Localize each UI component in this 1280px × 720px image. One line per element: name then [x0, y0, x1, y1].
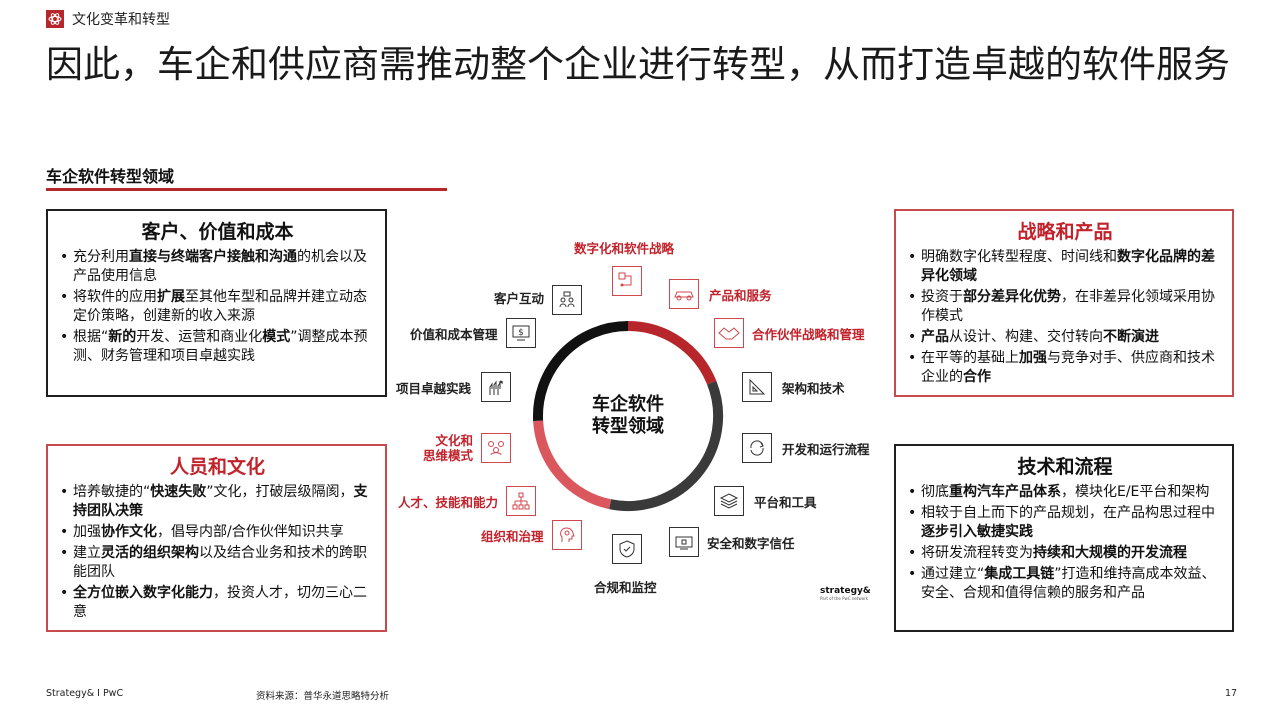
svg-text:$: $ — [518, 328, 524, 338]
box-tech-process: 技术和流程 彻底重构汽车产品体系，模块化E/E平台和架构相较于自上而下的产品规划… — [894, 444, 1234, 632]
node-label: 产品和服务 — [709, 287, 772, 303]
bullet-item: 根据“新的开发、运营和商业化模式”调整成本预测、财务管理和项目卓越实践 — [60, 328, 375, 366]
section-tag-label: 文化变革和转型 — [72, 12, 170, 28]
node-label: 文化和 思维模式 — [423, 433, 474, 463]
page-number: 17 — [1225, 688, 1238, 699]
node-label: 安全和数字信任 — [707, 535, 795, 551]
ring-segment-light-red-bottom — [533, 420, 612, 510]
dollar-screen-icon: $ — [505, 318, 536, 348]
node-project-excellence: 项目卓越实践 — [396, 372, 512, 402]
people-chat-icon — [552, 285, 583, 315]
flowchart-icon — [612, 266, 642, 296]
ring-segment-black-left — [533, 321, 629, 421]
box-list: 充分利用直接与终端客户接触和沟通的机会以及产品使用信息将软件的应用扩展至其他车型… — [60, 248, 375, 366]
bullet-item: 产品从设计、构建、交付转向不断演进 — [908, 328, 1222, 347]
bullet-item: 将研发流程转变为持续和大规模的开发流程 — [908, 544, 1222, 563]
node-label: 开发和运行流程 — [782, 441, 870, 457]
car-icon — [669, 279, 699, 309]
node-label: 数字化和软件战略 — [574, 241, 675, 256]
box-title: 技术和流程 — [1017, 456, 1113, 478]
bullet-item: 投资于部分差异化优势，在非差异化领域采用协作模式 — [908, 288, 1222, 326]
node-platform-tools: 平台和工具 — [714, 486, 817, 516]
node-label: 合规和监控 — [594, 580, 657, 595]
node-value-cost: 价值和成本管理 $ — [410, 318, 536, 348]
box-title: 人员和文化 — [169, 456, 265, 478]
bullet-item: 在平等的基础上加强与竞争对手、供应商和技术企业的合作 — [908, 349, 1222, 387]
ruler-triangle-icon — [742, 372, 772, 402]
node-partner-strategy: 合作伙伴战略和管理 — [714, 318, 865, 348]
node-security-trust: 安全和数字信任 — [669, 527, 795, 557]
bullet-item: 充分利用直接与终端客户接触和沟通的机会以及产品使用信息 — [60, 248, 375, 286]
node-label: 项目卓越实践 — [396, 380, 472, 396]
box-list: 培养敏捷的“快速失败”文化，打破层级隔阂，支持团队决策加强协作文化，倡导内部/合… — [60, 483, 375, 622]
node-label: 人才、技能和能力 — [398, 494, 499, 510]
bullet-item: 加强协作文化，倡导内部/合作伙伴知识共享 — [60, 523, 375, 542]
bullet-item: 彻底重构汽车产品体系，模块化E/E平台和架构 — [908, 483, 1222, 502]
bullet-item: 建立灵活的组织架构以及结合业务和技术的跨职能团队 — [60, 544, 375, 582]
node-digital-strategy: 数字化和软件战略 — [574, 238, 674, 257]
layers-icon — [714, 486, 744, 516]
node-label: 组织和治理 — [481, 528, 544, 544]
node-label: 合作伙伴战略和管理 — [752, 326, 865, 342]
cycle-arrows-icon — [742, 433, 772, 463]
bullet-item: 相较于自上而下的产品规划，在产品构思过程中逐步引入敏捷实践 — [908, 504, 1222, 542]
bullet-item: 明确数字化转型程度、时间线和数字化品牌的差异化领域 — [908, 248, 1222, 286]
hands-stars-icon — [481, 372, 512, 402]
ring-center-label: 车企软件 转型领域 — [592, 394, 664, 437]
box-people-culture: 人员和文化 培养敏捷的“快速失败”文化，打破层级隔阂，支持团队决策加强协作文化，… — [46, 444, 387, 632]
page-title: 因此，车企和供应商需推动整个企业进行转型，从而打造卓越的软件服务 — [46, 43, 1230, 86]
node-org-governance: 组织和治理 — [481, 520, 582, 550]
atom-icon — [46, 10, 64, 28]
box-title: 战略和产品 — [1017, 221, 1113, 243]
node-digital-strategy-icon-wrap — [612, 266, 642, 296]
ring-segment-dark-right — [609, 380, 724, 511]
subheading-underline — [46, 188, 447, 191]
bullet-item: 培养敏捷的“快速失败”文化，打破层级隔阂，支持团队决策 — [60, 483, 375, 521]
strategy-logo: strategy& Part of the PwC network — [820, 586, 871, 601]
lock-monitor-icon — [669, 527, 699, 557]
box-strategy-product: 战略和产品 明确数字化转型程度、时间线和数字化品牌的差异化领域投资于部分差异化优… — [894, 209, 1234, 397]
node-customer-interaction: 客户互动 — [494, 279, 583, 315]
bullet-item: 通过建立“集成工具链”打造和维持高成本效益、安全、合规和值得信赖的服务和产品 — [908, 565, 1222, 603]
box-list: 彻底重构汽车产品体系，模块化E/E平台和架构相较于自上而下的产品规划，在产品构思… — [908, 483, 1222, 603]
footer-source: 资料来源：普华永道思略特分析 — [256, 691, 390, 702]
node-label: 价值和成本管理 — [410, 326, 498, 342]
section-subheading: 车企软件转型领域 — [46, 167, 175, 186]
node-label: 架构和技术 — [782, 380, 845, 396]
box-customer-value-cost: 客户、价值和成本 充分利用直接与终端客户接触和沟通的机会以及产品使用信息将软件的… — [46, 209, 387, 397]
node-talent-skills: 人才、技能和能力 — [398, 486, 537, 516]
node-compliance: 合规和监控 — [594, 577, 657, 596]
node-culture-mindset: 文化和 思维模式 — [423, 433, 512, 463]
head-gear-icon — [551, 520, 582, 550]
node-label: 客户互动 — [494, 290, 545, 306]
node-devops: 开发和运行流程 — [742, 433, 870, 463]
bullet-item: 全方位嵌入数字化能力，投资人才，切勿三心二意 — [60, 584, 375, 622]
people-group-icon — [481, 433, 512, 463]
box-title: 客户、价值和成本 — [141, 221, 294, 243]
bullet-item: 将软件的应用扩展至其他车型和品牌并建立动态定价策略，创建新的收入来源 — [60, 288, 375, 326]
shield-check-icon — [612, 534, 642, 564]
ring-segment-red-top — [627, 320, 717, 385]
section-tag: 文化变革和转型 — [46, 8, 170, 30]
box-list: 明确数字化转型程度、时间线和数字化品牌的差异化领域投资于部分差异化优势，在非差异… — [908, 248, 1222, 387]
node-product-service: 产品和服务 — [669, 279, 772, 309]
node-architecture-tech: 架构和技术 — [742, 372, 845, 402]
node-label: 平台和工具 — [754, 494, 817, 510]
handshake-icon — [714, 318, 744, 348]
org-chart-icon — [506, 486, 537, 516]
footer-brand: Strategy& I PwC — [46, 688, 124, 699]
node-compliance-icon-wrap — [612, 534, 642, 564]
